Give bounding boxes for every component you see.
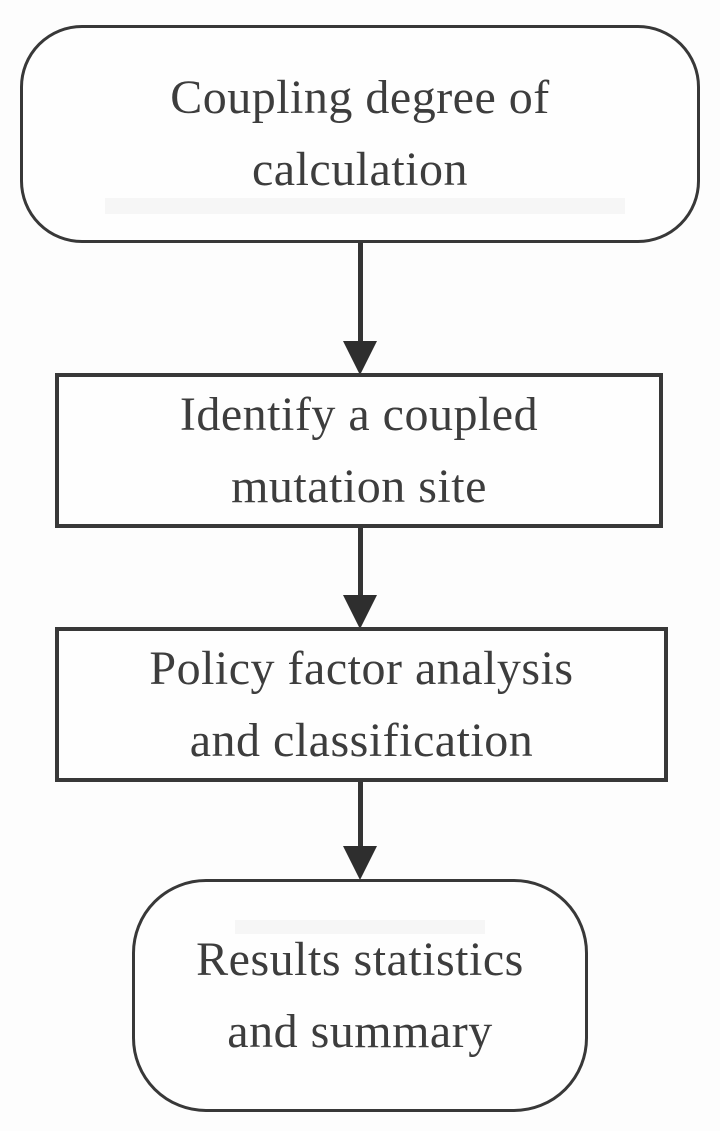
arrow-shaft-policy-to-results [358,782,363,850]
flowchart-node-results-summary: Results statistics and summary [132,879,588,1112]
arrowhead-down-icon [343,846,377,880]
arrow-shaft-identify-to-policy [358,528,363,600]
flowchart-node-coupling-degree: Coupling degree of calculation [20,25,700,243]
arrowhead-down-icon [343,595,377,629]
arrowhead-down-icon [343,341,377,375]
flowchart-node-policy-factor-analysis: Policy factor analysis and classificatio… [55,627,668,782]
flowchart-node-identify-mutation-site: Identify a coupled mutation site [55,373,663,528]
arrow-shaft-start-to-identify [358,243,363,345]
